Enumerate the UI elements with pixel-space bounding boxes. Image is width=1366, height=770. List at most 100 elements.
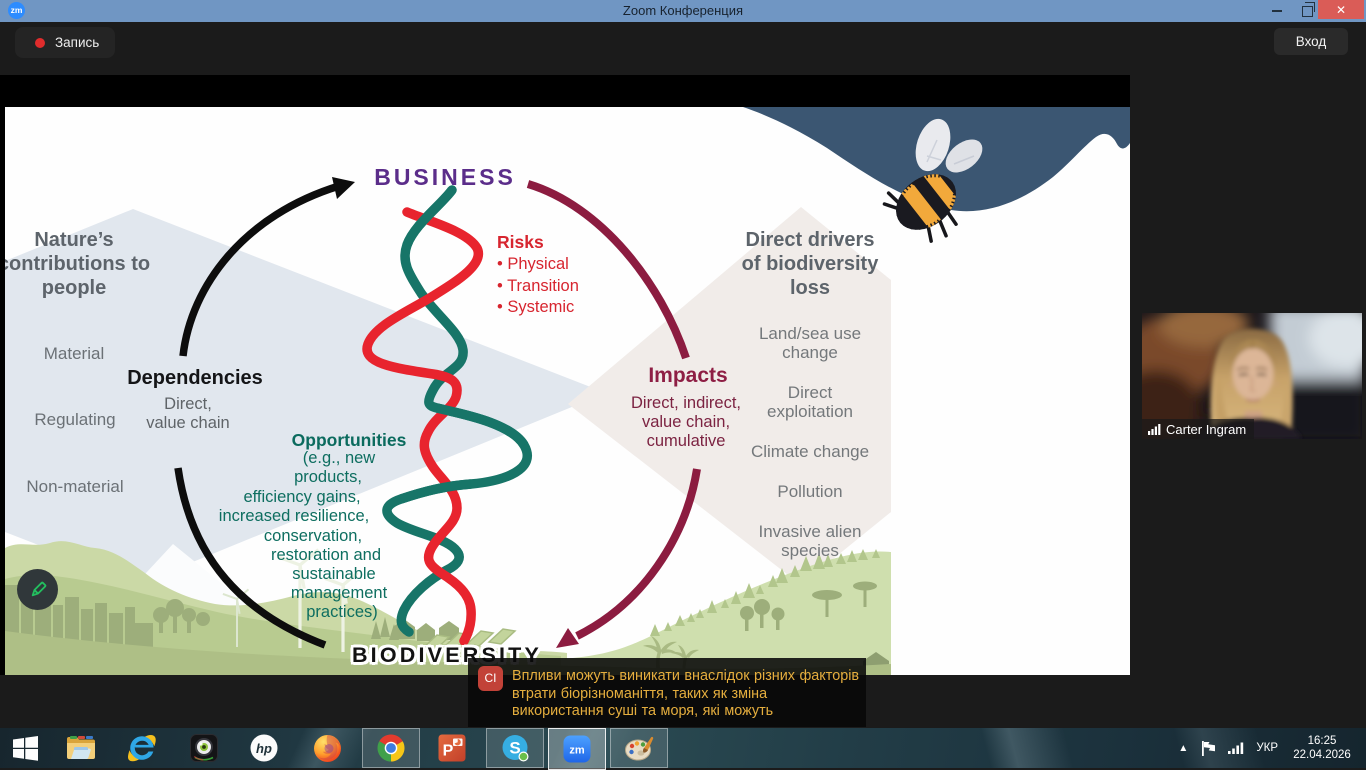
- svg-text:S: S: [509, 738, 520, 757]
- zoom-icon: zm: [563, 735, 591, 763]
- language-indicator[interactable]: УКР: [1256, 742, 1278, 754]
- dependencies-subtitle: Direct, value chain: [146, 395, 230, 432]
- window-titlebar[interactable]: zm Zoom Конференция ✕: [0, 0, 1366, 22]
- bee-illustration: [882, 118, 983, 243]
- signin-button[interactable]: Вход: [1274, 28, 1348, 55]
- slide-diagram-graphic: [5, 107, 1130, 675]
- caption-line: використання суші та моря, які можуть: [512, 703, 774, 719]
- taskbar-zoom[interactable]: zm: [548, 728, 606, 770]
- caption-speaker-badge: CI: [478, 666, 503, 691]
- taskbar-webcam-app[interactable]: [185, 728, 223, 768]
- annotate-button[interactable]: [17, 569, 58, 610]
- zoom-client-area: Запись Вход: [0, 22, 1366, 728]
- zoom-app-icon: zm: [8, 2, 25, 19]
- village-silhouette: [371, 581, 877, 641]
- participant-name-tag: Carter Ingram: [1142, 419, 1255, 439]
- network-icon[interactable]: [1228, 742, 1244, 754]
- opportunities-line: products,: [294, 468, 362, 486]
- driver-item: Pollution: [777, 482, 843, 501]
- bee-body: [882, 162, 967, 243]
- participant-video-tile[interactable]: Carter Ingram: [1142, 313, 1362, 439]
- taskbar-paint[interactable]: [610, 728, 668, 768]
- risks-title: Risks: [497, 232, 544, 252]
- impacts-title: Impacts: [648, 364, 728, 387]
- opportunities-line: efficiency gains,: [243, 488, 361, 506]
- impacts-arrow-arc: [526, 180, 701, 640]
- driver-item: Climate change: [750, 442, 870, 461]
- recording-label: Запись: [55, 35, 100, 50]
- recording-indicator[interactable]: Запись: [15, 27, 116, 58]
- connection-strength-icon: [1148, 423, 1161, 435]
- closed-caption-bar: CI Впливи можуть виникати внаслідок різн…: [468, 658, 866, 727]
- taskbar-hp[interactable]: hp: [245, 728, 283, 768]
- svg-text:hp: hp: [256, 741, 272, 756]
- window-title: Zoom Конференция: [622, 3, 744, 18]
- windows-taskbar: hp: [0, 728, 1366, 770]
- drivers-diamond-shape: [568, 207, 891, 585]
- nature-diamond-shape: [5, 209, 606, 584]
- opportunities-line: increased resilience,: [218, 507, 370, 525]
- nature-item-regulating: Regulating: [34, 410, 116, 429]
- taskbar-skype[interactable]: S: [486, 728, 544, 768]
- webcam-app-icon: [190, 734, 218, 762]
- svg-text:P: P: [443, 743, 454, 760]
- risks-block: Risks • Physical • Transition • Systemic: [497, 232, 579, 316]
- opportunities-line: (e.g., new: [302, 449, 376, 467]
- dependencies-arrowhead: [332, 177, 355, 199]
- nature-item-material: Material: [43, 344, 105, 363]
- taskbar-chrome[interactable]: [362, 728, 420, 768]
- participant-face: [1232, 348, 1274, 400]
- dependencies-arrow-arc: [174, 182, 341, 649]
- start-button[interactable]: [6, 728, 44, 768]
- presentation-slide: BUSINESS BIODIVERSITY Nature’s contribut…: [5, 107, 1130, 675]
- restore-icon: [1301, 2, 1315, 17]
- dna-helix: [362, 185, 532, 646]
- impacts-subtitle: Direct, indirect, value chain, cumulativ…: [630, 394, 742, 450]
- system-tray: ▲ УКР 16:25 22.04.2026: [1178, 728, 1366, 768]
- chrome-icon: [377, 734, 405, 762]
- close-button[interactable]: ✕: [1318, 0, 1364, 19]
- participant-name: Carter Ingram: [1166, 421, 1247, 437]
- file-explorer-icon: [67, 736, 95, 759]
- tray-time: 16:25: [1307, 734, 1337, 747]
- powerpoint-icon: P: [438, 734, 466, 762]
- caption-line: Впливи можуть виникати внаслідок різних …: [512, 668, 860, 684]
- internet-explorer-icon: [128, 734, 156, 762]
- skype-icon: S: [502, 734, 528, 761]
- tray-clock[interactable]: 16:25 22.04.2026: [1290, 734, 1354, 763]
- opportunities-title: Opportunities: [291, 430, 407, 450]
- taskbar-file-explorer[interactable]: [62, 728, 100, 768]
- pine-trees: [650, 549, 880, 636]
- taskbar-internet-explorer[interactable]: [123, 728, 161, 768]
- opportunities-line: sustainable: [292, 565, 376, 583]
- minimize-icon: [1272, 10, 1282, 12]
- tray-expand-icon[interactable]: ▲: [1178, 742, 1189, 754]
- opportunities-line: management: [290, 584, 388, 602]
- svg-text:zm: zm: [569, 745, 585, 757]
- participant-video-frame: [1142, 313, 1362, 439]
- recording-dot-icon: [35, 37, 45, 48]
- taskbar-powerpoint[interactable]: P: [431, 728, 473, 768]
- pencil-icon: [31, 581, 46, 596]
- restore-button[interactable]: [1292, 0, 1322, 22]
- action-center-icon[interactable]: [1202, 740, 1216, 756]
- minimize-button[interactable]: [1262, 0, 1292, 22]
- tray-date: 22.04.2026: [1293, 749, 1351, 761]
- business-title: BUSINESS: [374, 164, 516, 190]
- paint-icon: [625, 736, 654, 761]
- helix-teal-overlaps: [399, 187, 529, 504]
- windows-logo-icon: [12, 735, 38, 761]
- opportunities-line: restoration and: [270, 546, 382, 564]
- caption-line: втрати біорізноманіття, таких як зміна: [512, 686, 768, 702]
- nature-item-nonmaterial: Non-material: [26, 477, 124, 496]
- drivers-heading: Direct drivers of biodiversity loss: [741, 229, 879, 299]
- dependencies-title: Dependencies: [127, 367, 263, 389]
- helix-red-strand: [362, 207, 484, 646]
- taskbar-firefox[interactable]: [308, 728, 346, 768]
- shared-screen-region: BUSINESS BIODIVERSITY Nature’s contribut…: [0, 75, 1130, 675]
- nature-heading: Nature’s contributions to people: [5, 229, 151, 299]
